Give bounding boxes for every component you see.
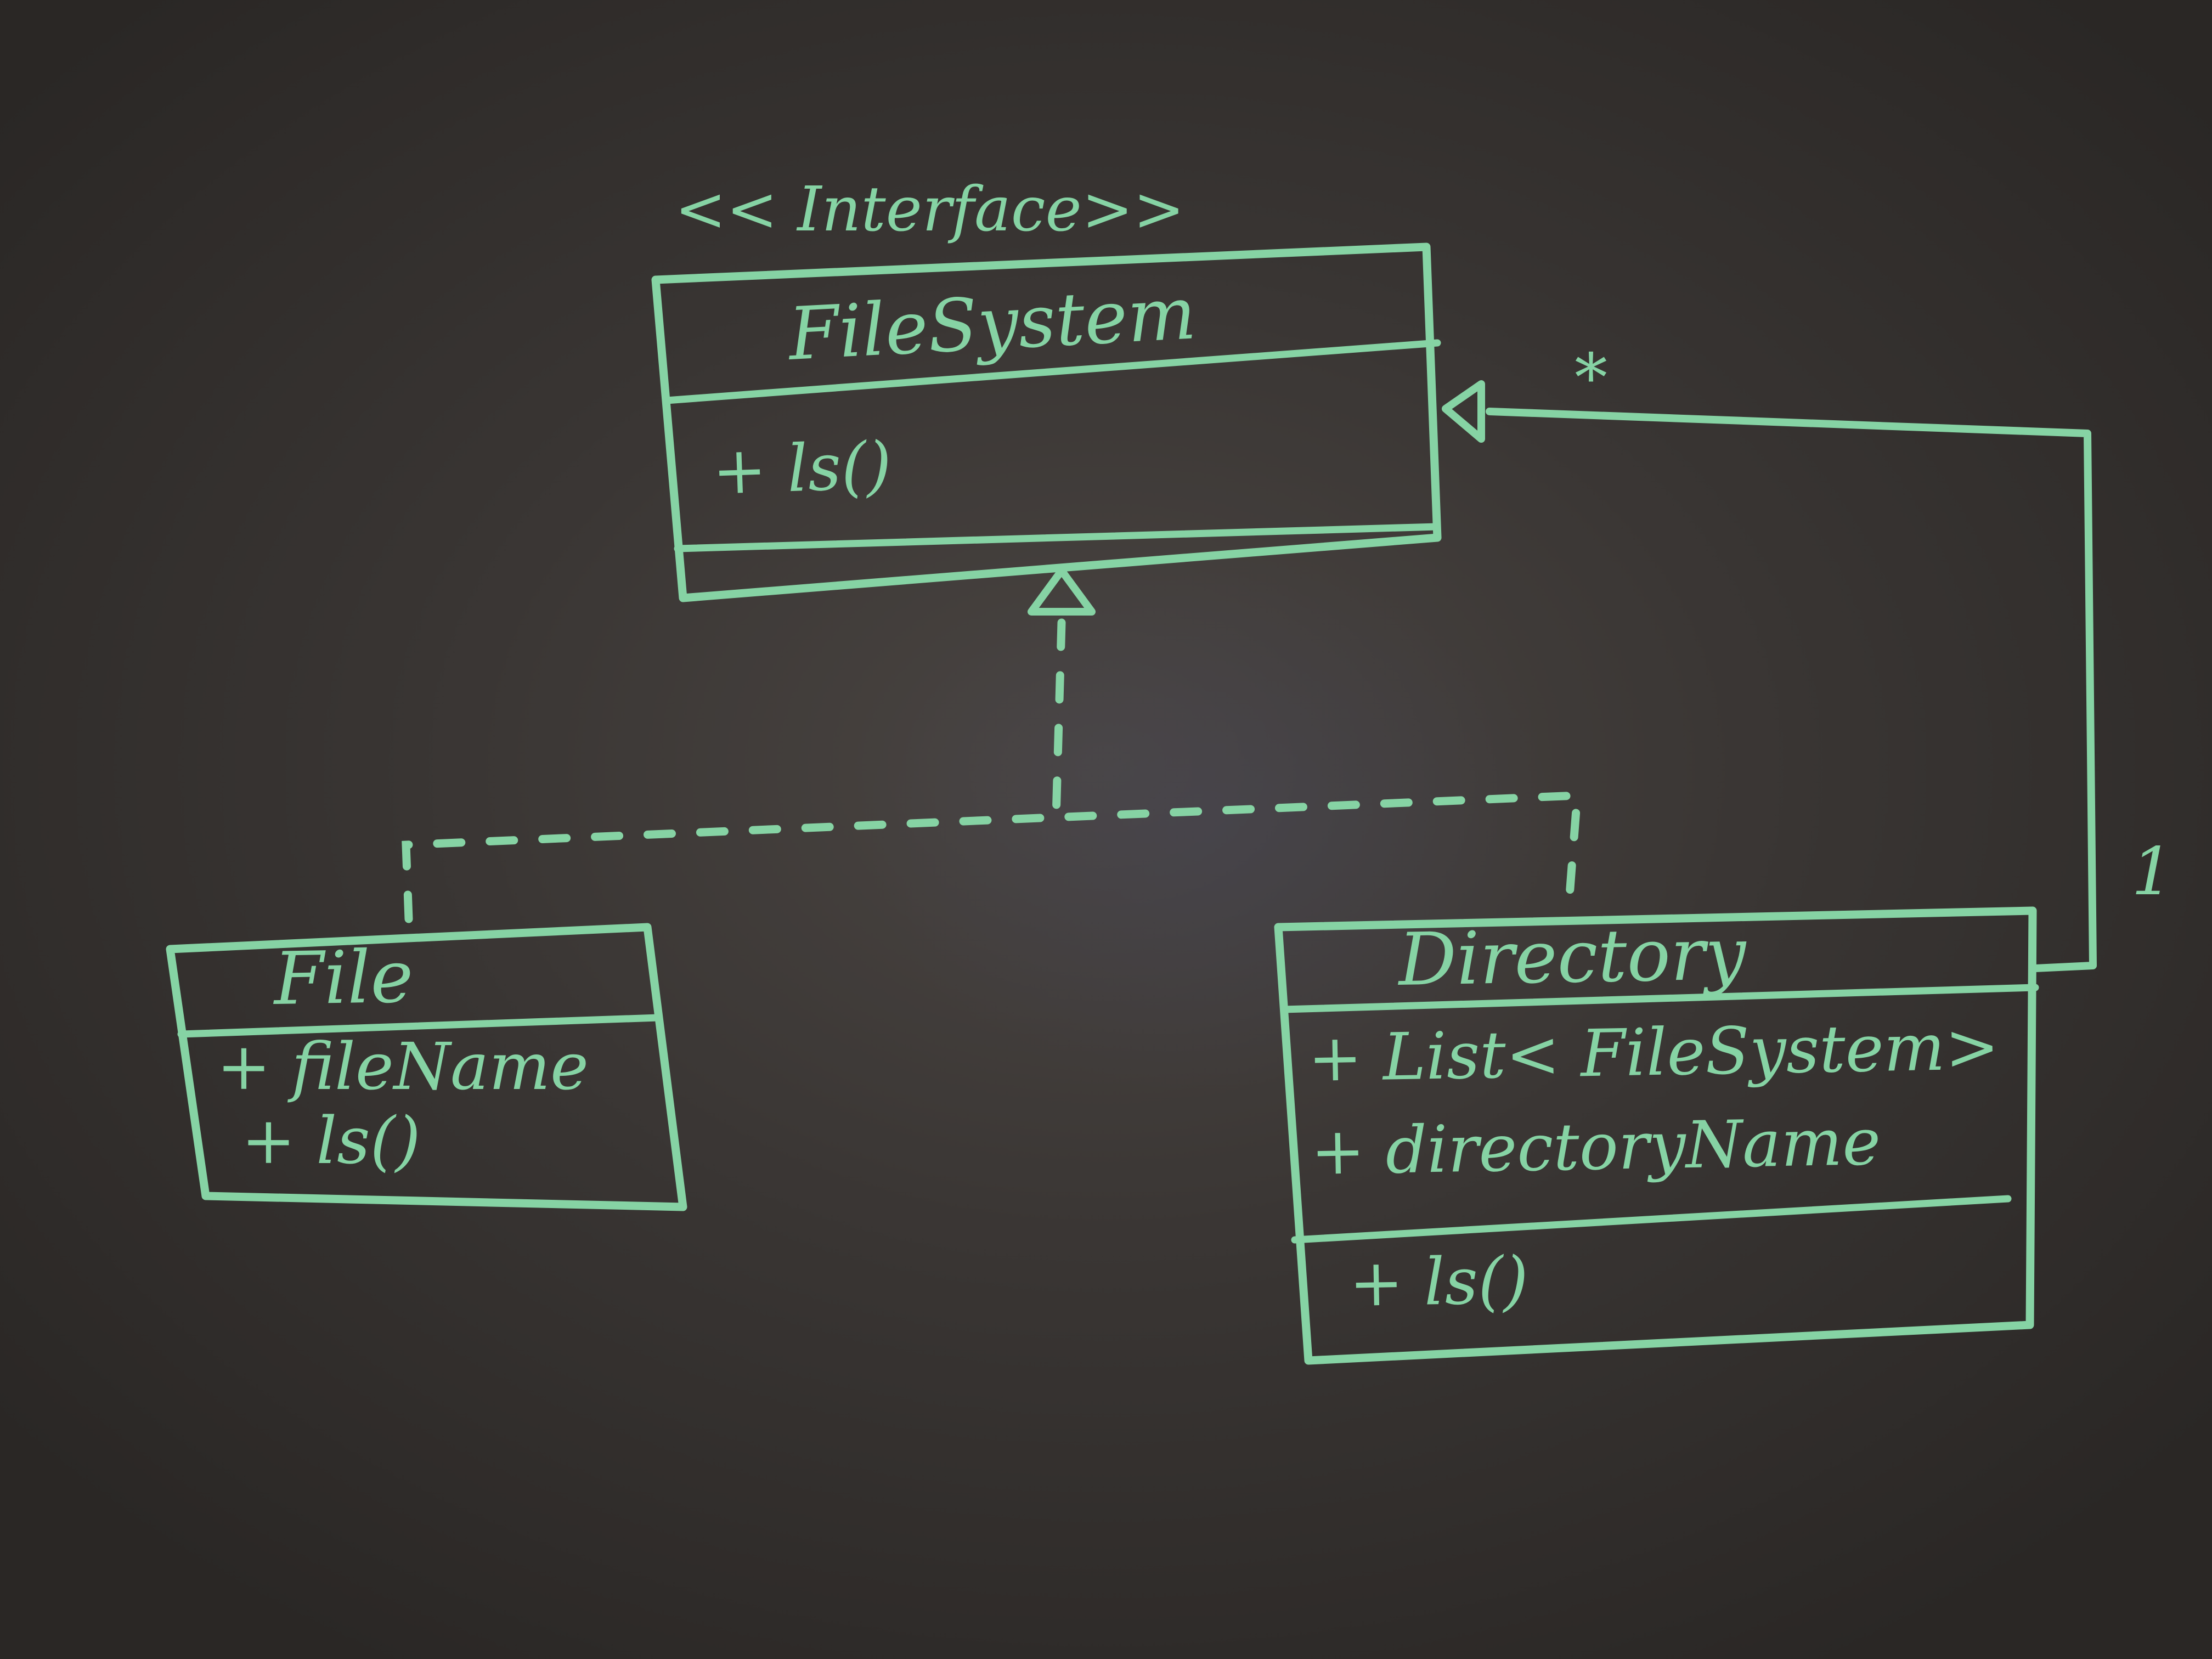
- filesystem-class-name: FileSystem: [786, 271, 1198, 377]
- directory-name-divider: [1280, 984, 2039, 1013]
- filesystem-methods-divider: [674, 523, 1441, 552]
- directory-class-border: [1274, 906, 2037, 1365]
- multiplicity-one: 1: [2131, 834, 2173, 910]
- file-attribute-filename: + fileName: [217, 1029, 589, 1104]
- multiplicity-many: *: [1575, 340, 1607, 416]
- file-class-name: File: [272, 935, 414, 1022]
- realization-trunk-line: [1052, 618, 1066, 822]
- file-name-divider: [177, 1014, 662, 1038]
- filesystem-method-ls: + ls(): [711, 427, 893, 509]
- directory-attribute-directoryname: + directoryName: [1310, 1104, 1881, 1189]
- directory-method-ls: + ls(): [1348, 1242, 1529, 1321]
- directory-attribute-list: + List< FileSystem>: [1307, 1008, 2000, 1096]
- filesystem-class-border: [651, 242, 1442, 602]
- directory-attributes-divider: [1291, 1195, 2012, 1244]
- aggregation-connector: * 1: [1442, 340, 2173, 972]
- realization-connector: [402, 567, 1582, 923]
- aggregation-line: [1486, 408, 2097, 972]
- filesystem-class: << Interface>> FileSystem + ls(): [651, 174, 1442, 602]
- directory-class-name: Directory: [1397, 912, 1747, 1002]
- filesystem-stereotype: << Interface>>: [675, 174, 1184, 245]
- file-method-ls: + ls(): [241, 1103, 421, 1178]
- aggregation-arrowhead: [1442, 380, 1485, 443]
- realization-branch-line: [402, 791, 1582, 923]
- filesystem-name-divider: [663, 339, 1441, 404]
- file-class: File + fileName + ls(): [166, 923, 687, 1211]
- realization-arrowhead: [1028, 567, 1096, 616]
- file-class-border: [166, 923, 687, 1211]
- directory-class: Directory + List< FileSystem> + director…: [1274, 906, 2039, 1365]
